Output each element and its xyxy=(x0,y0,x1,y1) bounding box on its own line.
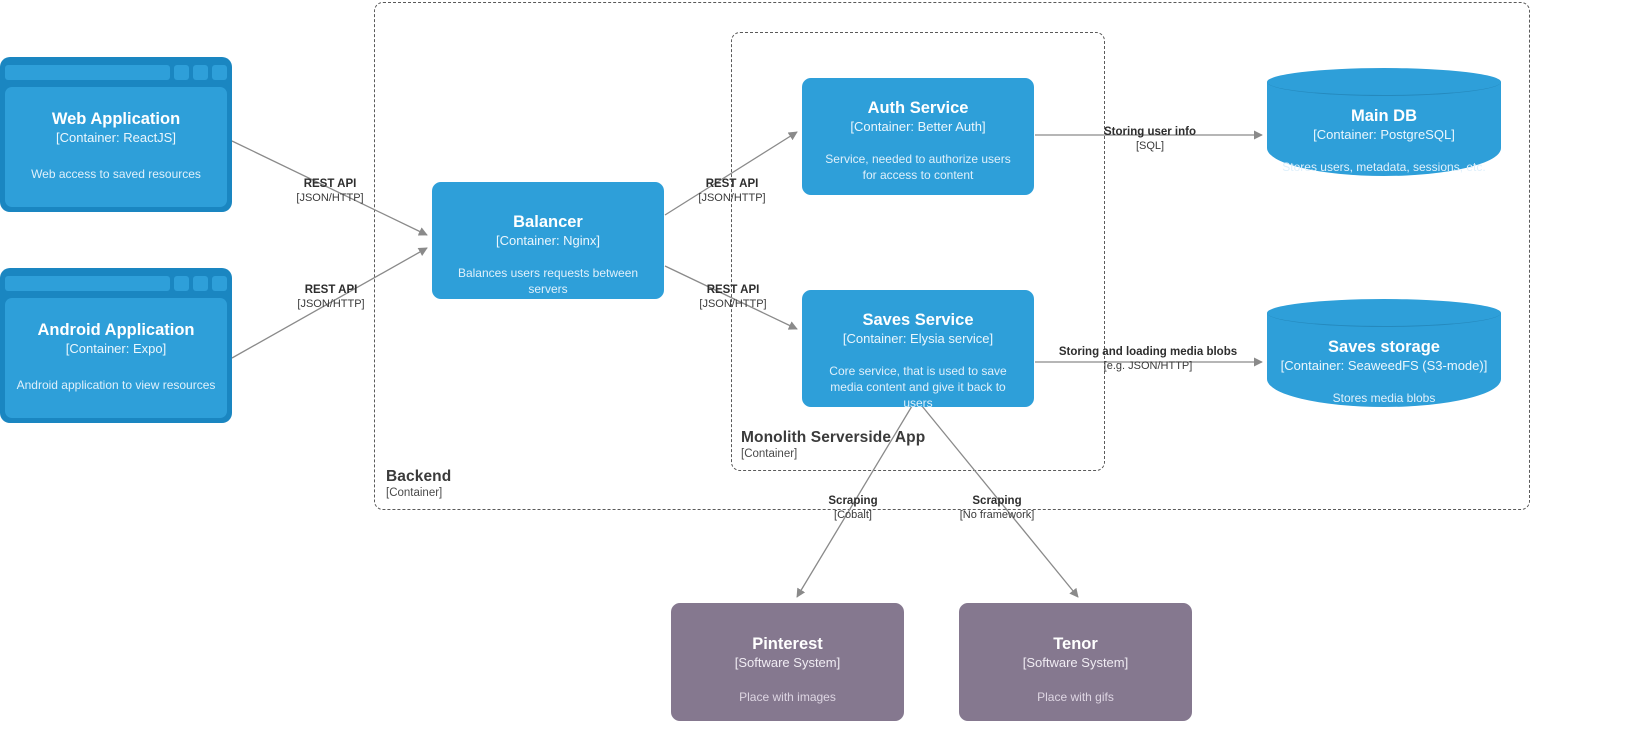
node-name: Auth Service xyxy=(867,99,969,117)
edge-label-main: Scraping xyxy=(828,495,878,507)
browser-button-icon xyxy=(193,275,208,291)
boundary-backend-type: [Container] xyxy=(386,487,443,499)
edge-label-auth-to-maindb: Storing user info [SQL] xyxy=(1104,125,1196,153)
node-saves-storage[interactable]: Saves storage [Container: SeaweedFS (S3-… xyxy=(1267,299,1501,407)
node-description: Stores media blobs xyxy=(1332,391,1436,405)
edge-label-tech: [No framework] xyxy=(959,509,1035,521)
node-type: [Container: ReactJS] xyxy=(56,130,176,145)
node-type: [Container: Nginx] xyxy=(495,233,601,248)
node-name: Android Application xyxy=(37,321,195,339)
node-description: Android application to view resources xyxy=(16,378,216,392)
browser-viewport: Web Application [Container: ReactJS] Web… xyxy=(5,87,227,207)
edge-label-saves-to-storage: Storing and loading media blobs [e.g. JS… xyxy=(1059,345,1237,373)
boundary-backend-label: Backend [Container] xyxy=(386,468,451,501)
boundary-monolith-label: Monolith Serverside App [Container] xyxy=(741,429,925,462)
node-type: [Container: Elysia service] xyxy=(842,331,994,346)
cylinder-shape: Main DB [Container: PostgreSQL] Stores u… xyxy=(1267,68,1501,176)
browser-button-icon xyxy=(174,275,189,291)
browser-viewport: Android Application [Container: Expo] An… xyxy=(5,298,227,418)
edge-label-saves-to-tenor: Scraping [No framework] xyxy=(960,494,1035,522)
node-type: [Container: Better Auth] xyxy=(850,119,986,134)
node-name: Web Application xyxy=(51,110,181,128)
node-type: [Software System] xyxy=(1022,655,1129,670)
browser-chrome-bar xyxy=(5,273,227,293)
node-name: Main DB xyxy=(1351,107,1417,125)
edge-label-main: REST API xyxy=(706,284,760,296)
node-auth-service[interactable]: Auth Service [Container: Better Auth] Se… xyxy=(802,78,1034,195)
node-description: Place with images xyxy=(739,690,836,704)
edge-label-main: REST API xyxy=(304,284,358,296)
boundary-monolith-type: [Container] xyxy=(741,448,798,460)
edge-label-balancer-to-saves: REST API [JSON/HTTP] xyxy=(699,283,766,311)
cylinder-text: Main DB [Container: PostgreSQL] Stores u… xyxy=(1267,106,1501,175)
edge-label-tech: [e.g. JSON/HTTP] xyxy=(1103,360,1193,372)
edge-label-tech: [JSON/HTTP] xyxy=(698,192,766,204)
browser-address-bar xyxy=(5,64,170,80)
node-name: Saves storage xyxy=(1328,338,1440,356)
node-name: Pinterest xyxy=(752,635,823,653)
node-saves-service[interactable]: Saves Service [Container: Elysia service… xyxy=(802,290,1034,410)
edge-label-main: Storing and loading media blobs xyxy=(1058,346,1238,358)
browser-button-icon xyxy=(193,64,208,80)
cylinder-top-ellipse xyxy=(1267,299,1501,327)
edge-label-tech: [JSON/HTTP] xyxy=(297,298,365,310)
node-tenor[interactable]: Tenor [Software System] Place with gifs xyxy=(959,603,1192,721)
browser-button-icon xyxy=(212,275,227,291)
edge-label-tech: [JSON/HTTP] xyxy=(296,192,364,204)
node-pinterest[interactable]: Pinterest [Software System] Place with i… xyxy=(671,603,904,721)
browser-button-icon xyxy=(212,64,227,80)
node-description: Stores users, metadata, sessions, etc. xyxy=(1282,160,1486,174)
edge-label-tech: [Cobalt] xyxy=(834,509,872,521)
cylinder-body xyxy=(1267,313,1501,407)
cylinder-body xyxy=(1267,82,1501,176)
node-description: Web access to saved resources xyxy=(31,167,201,181)
node-type: [Container: SeaweedFS (S3-mode)] xyxy=(1280,358,1488,373)
node-main-db[interactable]: Main DB [Container: PostgreSQL] Stores u… xyxy=(1267,68,1501,176)
edge-label-saves-to-pinterest: Scraping [Cobalt] xyxy=(828,494,877,522)
edge-label-android-to-balancer: REST API [JSON/HTTP] xyxy=(297,283,364,311)
boundary-monolith-name: Monolith Serverside App xyxy=(741,429,926,446)
edge-label-main: REST API xyxy=(705,178,759,190)
cylinder-text: Saves storage [Container: SeaweedFS (S3-… xyxy=(1267,337,1501,406)
node-type: [Container: PostgreSQL] xyxy=(1313,127,1455,142)
edge-label-main: Storing user info xyxy=(1104,126,1196,138)
edge-label-balancer-to-auth: REST API [JSON/HTTP] xyxy=(698,177,765,205)
node-type: [Container: Expo] xyxy=(65,341,167,356)
browser-address-bar xyxy=(5,275,170,291)
edge-label-tech: [SQL] xyxy=(1135,140,1165,152)
edge-label-main: Scraping xyxy=(972,495,1022,507)
node-web-application[interactable]: Web Application [Container: ReactJS] Web… xyxy=(0,57,232,212)
edge-label-main: REST API xyxy=(303,178,357,190)
cylinder-top-ellipse xyxy=(1267,68,1501,96)
browser-chrome-bar xyxy=(5,62,227,82)
node-description: Core service, that is used to save media… xyxy=(829,364,1007,410)
boundary-monolith xyxy=(731,32,1105,471)
node-description: Place with gifs xyxy=(1037,690,1114,704)
node-balancer[interactable]: Balancer [Container: Nginx] Balances use… xyxy=(432,182,664,299)
node-android-application[interactable]: Android Application [Container: Expo] An… xyxy=(0,268,232,423)
node-name: Saves Service xyxy=(862,311,974,329)
edge-label-tech: [JSON/HTTP] xyxy=(699,298,767,310)
cylinder-shape: Saves storage [Container: SeaweedFS (S3-… xyxy=(1267,299,1501,407)
node-description: Service, needed to authorize users for a… xyxy=(825,152,1011,182)
edge-label-web-to-balancer: REST API [JSON/HTTP] xyxy=(296,177,363,205)
node-type: [Software System] xyxy=(734,655,841,670)
boundary-backend-name: Backend xyxy=(386,468,452,485)
node-name: Tenor xyxy=(1053,635,1098,653)
node-name: Balancer xyxy=(513,213,583,231)
node-description: Balances users requests between servers xyxy=(457,266,639,296)
browser-button-icon xyxy=(174,64,189,80)
